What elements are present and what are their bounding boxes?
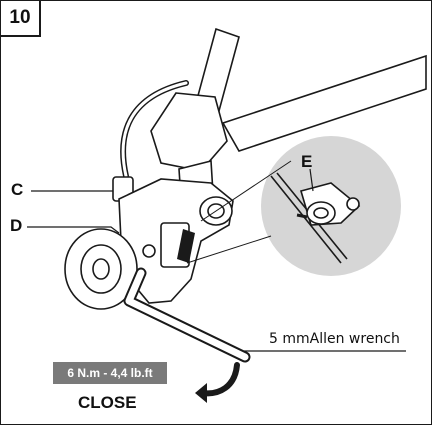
step-number: 10 [1, 1, 41, 37]
callout-e-leader [309, 168, 314, 192]
callout-c-label: C [11, 180, 24, 199]
callout-e-label: E [301, 152, 313, 171]
torque-badge: 6 N.m - 4,4 lb.ft [53, 362, 167, 384]
rotation-arrow-shaft [200, 362, 240, 397]
rotation-arrow-head [195, 383, 207, 403]
detail-connector-line [186, 235, 272, 264]
cable-housing-inner [121, 81, 188, 178]
allen-wrench-inner [125, 269, 249, 361]
tool-label: 5 mmAllen wrench [269, 331, 400, 347]
callout-d-leader [27, 226, 120, 234]
brake-rotor [64, 228, 138, 310]
action-label: CLOSE [78, 393, 137, 412]
callout-d-label: D [10, 216, 23, 235]
caliper-bolt [177, 229, 195, 263]
frame-tubes [150, 27, 427, 200]
detail-components [270, 172, 361, 264]
detail-connector-line [200, 160, 292, 222]
